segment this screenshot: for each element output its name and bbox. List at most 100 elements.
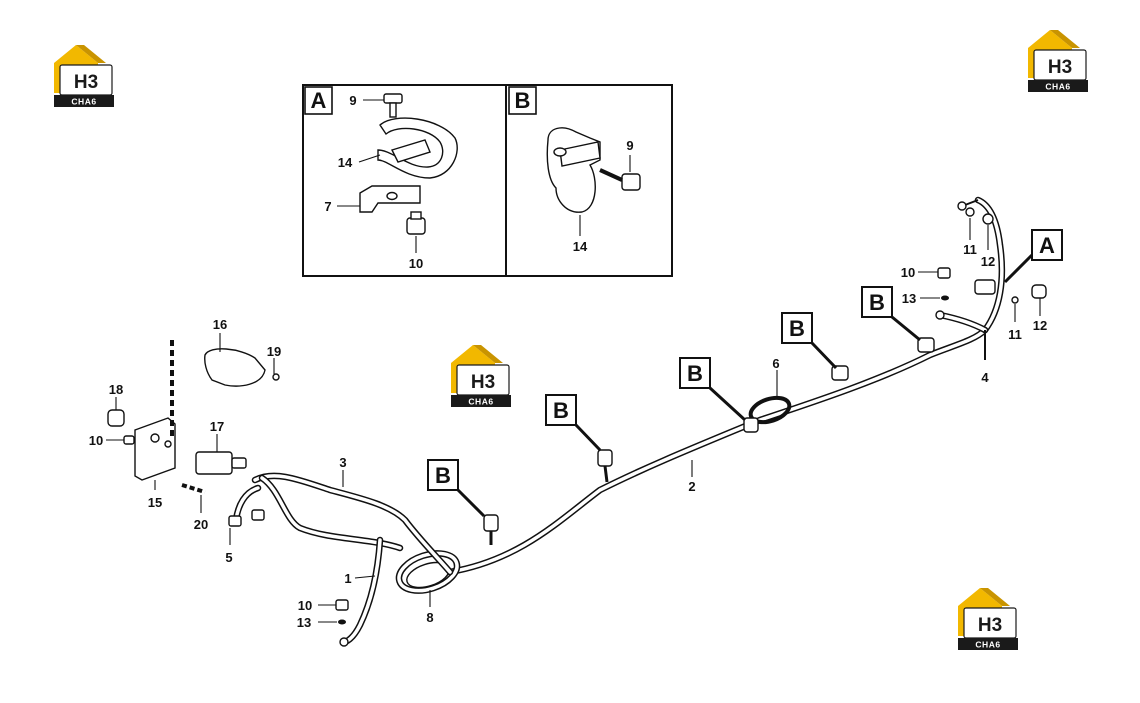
callout-1: 1 (344, 571, 351, 586)
callout-13-right: 13 (902, 291, 916, 306)
callout-a-14: 14 (338, 155, 353, 170)
hose-3-return-inner (260, 476, 402, 550)
clamp-icon (743, 417, 759, 433)
view-marker-label: A (1039, 233, 1055, 258)
hose-1-inner (343, 538, 382, 644)
bracket-hole (150, 433, 160, 443)
terminal-icon (935, 310, 945, 320)
detail-box-a-tag (304, 86, 333, 115)
clamp-icon (917, 337, 935, 353)
hose-clamp (917, 337, 935, 353)
view-marker: B (781, 312, 838, 370)
grommet-icon (748, 395, 792, 425)
detail-panel-frame (302, 84, 673, 277)
clamp-icon (831, 365, 849, 381)
detail-box-b: B 9 14 (508, 86, 641, 254)
callout-15: 15 (148, 495, 162, 510)
callouts: 1 2 3 4 5 6 8 10 10 10 11 11 12 12 13 13… (89, 218, 1047, 630)
callout-3: 3 (339, 455, 346, 470)
callout-12-top: 12 (981, 254, 995, 269)
clamp-icon (483, 514, 499, 532)
hose-coil-inner (397, 551, 459, 593)
hose-branch-inner (938, 313, 987, 332)
view-marker-label: B (789, 316, 805, 341)
callout-12-right: 12 (1033, 318, 1047, 333)
bolt-icon (406, 217, 426, 235)
hose-clamp (743, 417, 759, 433)
hose-riser-inner (976, 198, 1004, 332)
hose-clamp (831, 365, 849, 381)
hose-main-inner (448, 328, 987, 574)
detail-box-a-label: A (311, 88, 327, 113)
view-marker-box (427, 459, 459, 491)
callout-18: 18 (109, 382, 123, 397)
callout-8: 8 (426, 610, 433, 625)
bolt-icon (937, 267, 951, 279)
logo-mark: H3 (471, 372, 495, 393)
clamp-band (391, 139, 431, 163)
callout-10-right: 10 (901, 265, 915, 280)
logo-mark: H3 (1048, 57, 1072, 78)
hose-clamp (974, 279, 996, 295)
view-marker-arrow (456, 488, 486, 518)
logo-sub: CHA6 (975, 640, 1000, 650)
view-marker: A (1003, 229, 1063, 284)
callout-11-top: 11 (963, 242, 977, 257)
valve-icon (195, 451, 233, 475)
bolt-icon (621, 173, 641, 191)
view-marker: B (545, 394, 602, 452)
view-marker: B (427, 459, 486, 518)
logo-top-left: H3 CHA6 (53, 44, 115, 108)
callout-10-left: 10 (89, 433, 103, 448)
view-marker-arrow (708, 386, 747, 422)
view-marker-box (861, 286, 893, 318)
logo-mark: H3 (74, 72, 98, 93)
view-marker: B (861, 286, 921, 342)
clamp-hole (553, 147, 567, 157)
valve-port (231, 457, 247, 469)
callout-4: 4 (981, 370, 989, 385)
callout-11-right: 11 (1008, 327, 1022, 342)
callout-17: 17 (210, 419, 224, 434)
callout-6: 6 (772, 356, 779, 371)
nut-icon (1011, 296, 1019, 304)
logo-sub: CHA6 (1045, 82, 1070, 92)
terminal-icon (957, 201, 967, 211)
view-marker-arrow (891, 315, 921, 342)
view-marker-label: B (435, 463, 451, 488)
callout-5: 5 (225, 550, 232, 565)
view-marker-box (1031, 229, 1063, 261)
hose-clamp (597, 449, 613, 483)
detail-panel: A 9 14 7 10 B (302, 84, 673, 277)
hose-end (964, 199, 979, 206)
cap-icon (1031, 284, 1047, 299)
nut-icon (982, 213, 994, 225)
hose-assembly (107, 196, 1047, 647)
washer-icon (338, 619, 346, 625)
callout-20: 20 (194, 517, 208, 532)
terminal-icon (339, 637, 349, 647)
view-marker-label: B (869, 290, 885, 315)
callout-b-14: 14 (573, 239, 588, 254)
hose-1 (341, 536, 384, 646)
view-marker-box (545, 394, 577, 426)
bolt-shank (410, 211, 422, 220)
view-marker-box (679, 357, 711, 389)
screw-icon (272, 373, 280, 381)
callout-2: 2 (688, 479, 695, 494)
leader-line (358, 154, 381, 163)
callout-a-9: 9 (349, 93, 356, 108)
view-marker-box (781, 312, 813, 344)
callout-13-bottom: 13 (297, 615, 311, 630)
bracket-hole (164, 440, 172, 448)
view-marker-arrow (1003, 253, 1034, 284)
callout-a-10: 10 (409, 256, 423, 271)
nut-icon (965, 207, 975, 217)
valve-cover (204, 348, 266, 387)
cap-icon (107, 409, 125, 427)
connector-icon (228, 515, 242, 527)
washer-icon (941, 295, 949, 301)
callout-10-bottom: 10 (298, 598, 312, 613)
